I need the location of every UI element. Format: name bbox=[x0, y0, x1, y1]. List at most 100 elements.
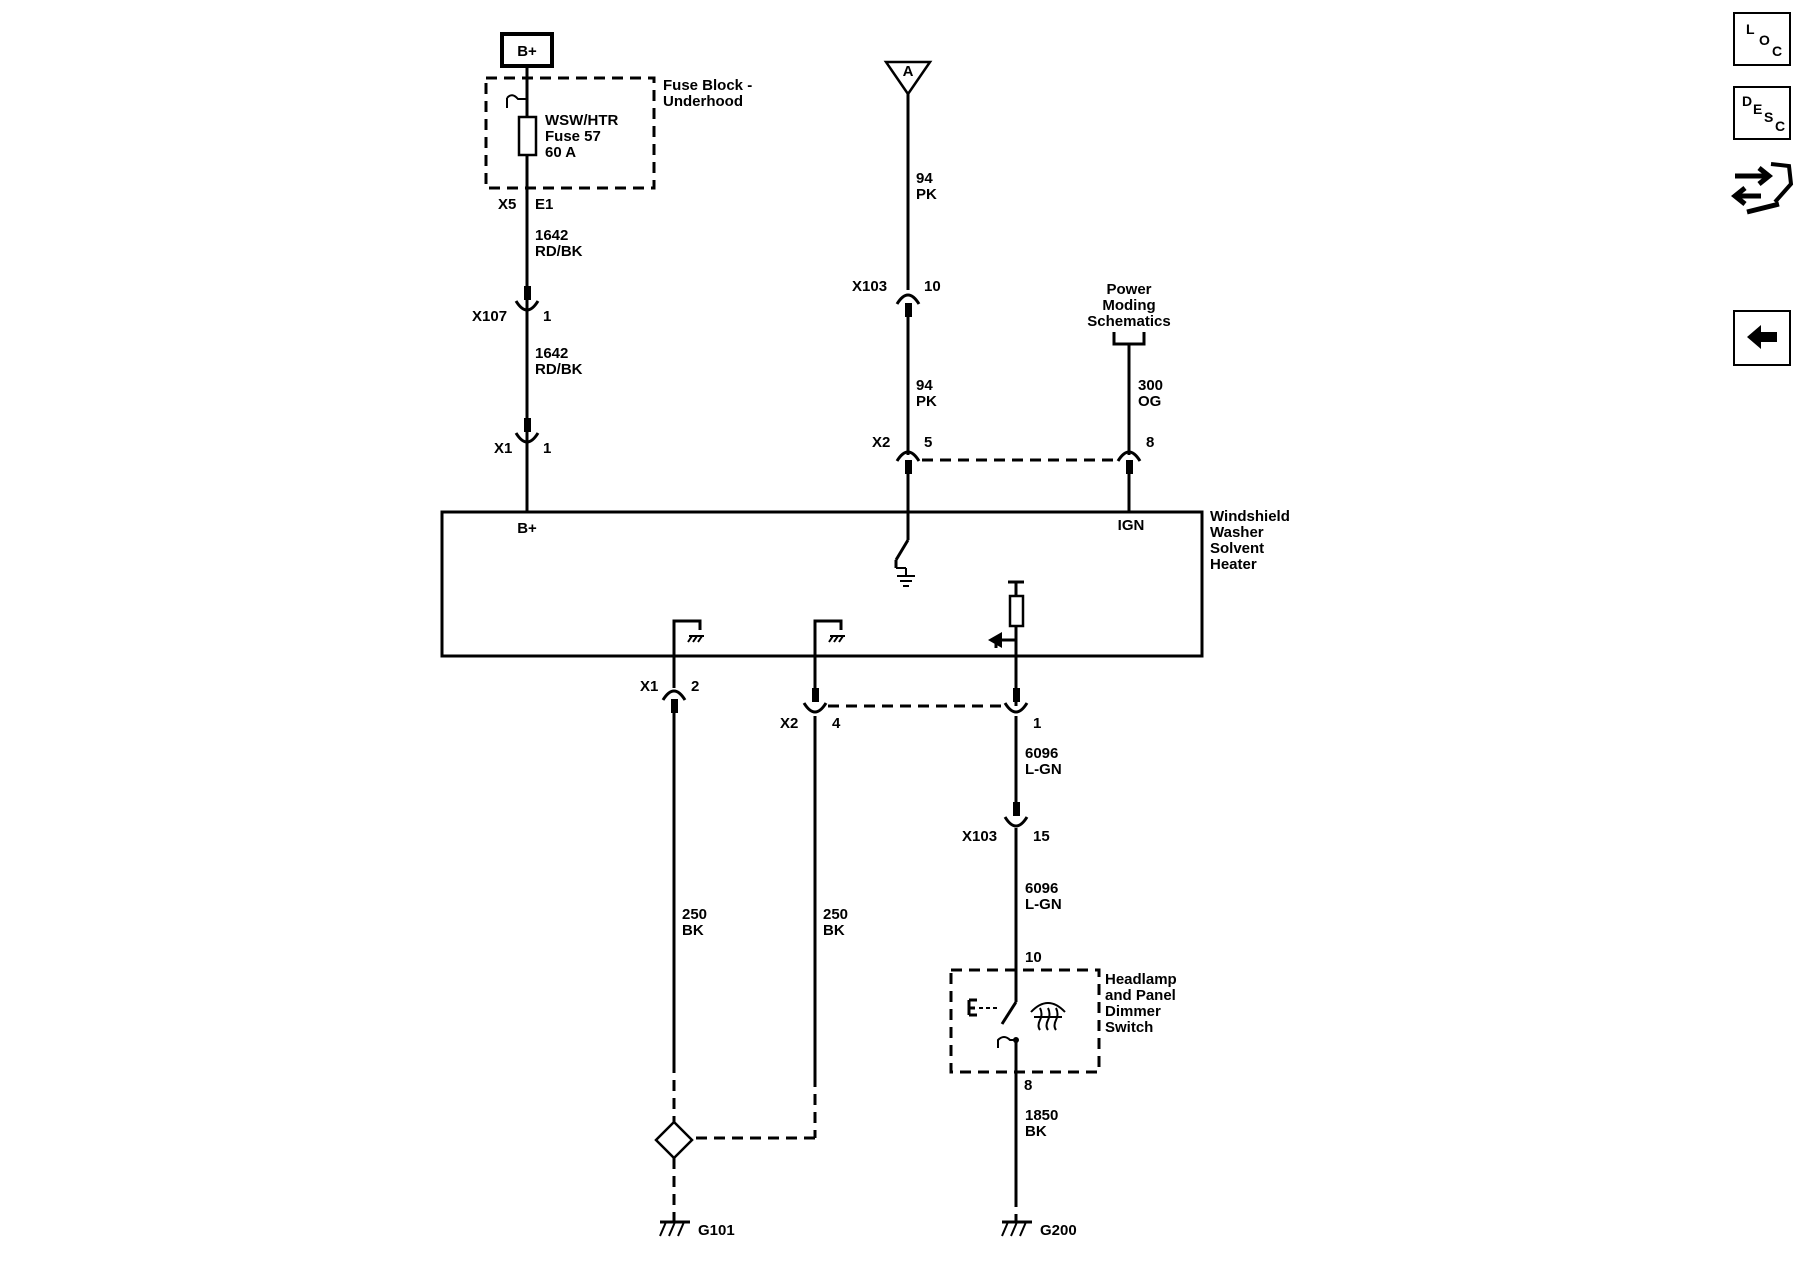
ground-label: G101 bbox=[698, 1222, 735, 1239]
fuse-block-connector: X5 bbox=[498, 196, 516, 213]
connector-pin: 10 bbox=[1025, 949, 1042, 966]
wire-color: L-GN bbox=[1025, 896, 1062, 913]
ground-label: G200 bbox=[1040, 1222, 1077, 1239]
heater-title: Heater bbox=[1210, 556, 1257, 573]
wire-circuit-number: 250 bbox=[682, 906, 707, 923]
dimmer-switch-title: and Panel bbox=[1105, 987, 1176, 1004]
connector-pin: 2 bbox=[691, 678, 699, 695]
connector-heater-output bbox=[1003, 688, 1029, 714]
connector-end-view-glyph bbox=[1730, 162, 1794, 215]
power-moding-reference: Schematics bbox=[1087, 313, 1170, 330]
pullup-resistor-icon bbox=[1008, 580, 1025, 706]
connector-power-moding bbox=[1116, 450, 1142, 474]
wire-color: BK bbox=[682, 922, 704, 939]
wire-circuit-number: 300 bbox=[1138, 377, 1163, 394]
power-moding-reference: Power bbox=[1106, 281, 1151, 298]
heater-title: Solvent bbox=[1210, 540, 1264, 557]
connector-label: X103 bbox=[852, 278, 887, 295]
connector-pin: 10 bbox=[924, 278, 941, 295]
washer-heater-module bbox=[440, 510, 1204, 658]
loc-letter: C bbox=[1772, 43, 1783, 59]
connector-x2-top bbox=[895, 450, 921, 474]
electronic-device-icon bbox=[967, 998, 998, 1017]
offpage-reference: A bbox=[903, 63, 914, 80]
connector-x2-bottom bbox=[802, 688, 828, 714]
connector-pin: 1 bbox=[1033, 715, 1041, 732]
heater-bplus-pin: B+ bbox=[517, 520, 537, 537]
offpage-connector-icon bbox=[883, 60, 933, 97]
connector-x1-bottom bbox=[661, 689, 687, 713]
loc-letter: L bbox=[1746, 21, 1755, 37]
connector-pin: 1 bbox=[543, 440, 551, 457]
fuse-rating: 60 A bbox=[545, 144, 576, 161]
fuse-name: WSW/HTR bbox=[545, 112, 618, 129]
dimmer-switch-title: Switch bbox=[1105, 1019, 1153, 1036]
connector-x1-top bbox=[514, 418, 540, 444]
desc-letter: D bbox=[1742, 93, 1753, 109]
wire-circuit-number: 94 bbox=[916, 377, 933, 394]
connector-label: X2 bbox=[872, 434, 890, 451]
wire-circuit-number: 1850 bbox=[1025, 1107, 1058, 1124]
wire-circuit-number: 1642 bbox=[535, 345, 568, 362]
ground-symbol-icon bbox=[896, 567, 915, 587]
desc-letter: C bbox=[1775, 118, 1786, 134]
dimmer-switch-title: Dimmer bbox=[1105, 1003, 1161, 1020]
heater-title: Washer bbox=[1210, 524, 1264, 541]
ground-g101-icon bbox=[659, 1220, 690, 1237]
wire-circuit-number: 6096 bbox=[1025, 745, 1058, 762]
dimmer-switch-title: Headlamp bbox=[1105, 971, 1177, 988]
fuse-block-bus-icon bbox=[506, 94, 527, 108]
fuse-block-title: Fuse Block - bbox=[663, 77, 752, 94]
battery-positive-label: B+ bbox=[517, 43, 537, 60]
back-arrow-icon bbox=[1747, 325, 1777, 349]
internal-switch-icon bbox=[894, 474, 910, 568]
power-moding-reference: Moding bbox=[1102, 297, 1155, 314]
connector-pin: 1 bbox=[543, 308, 551, 325]
connector-label: X107 bbox=[472, 308, 507, 325]
connector-label: X1 bbox=[494, 440, 512, 457]
wire-color: PK bbox=[916, 186, 937, 203]
connector-pin: 8 bbox=[1146, 434, 1154, 451]
wire-color: OG bbox=[1138, 393, 1161, 410]
power-moding-bracket-icon bbox=[1112, 332, 1146, 346]
connector-label: X2 bbox=[780, 715, 798, 732]
connector-pin: 5 bbox=[924, 434, 932, 451]
wire-circuit-number: 1642 bbox=[535, 227, 568, 244]
fuse-number: Fuse 57 bbox=[545, 128, 601, 145]
desc-letter: S bbox=[1764, 109, 1774, 125]
heater-ign-pin: IGN bbox=[1118, 517, 1145, 534]
connector-pin: 4 bbox=[832, 715, 841, 732]
connector-end-view-icon[interactable] bbox=[1730, 154, 1795, 222]
connector-x103-bottom bbox=[1003, 802, 1029, 828]
splice-diamond-icon bbox=[654, 1120, 694, 1160]
connector-x107 bbox=[514, 286, 540, 312]
back-button[interactable] bbox=[1733, 310, 1791, 366]
fuse-icon bbox=[517, 115, 538, 157]
wire-color: BK bbox=[1025, 1123, 1047, 1140]
heater-title: Windshield bbox=[1210, 508, 1290, 525]
fuse-block-title: Underhood bbox=[663, 93, 743, 110]
rear-defrost-icon bbox=[1030, 1002, 1066, 1031]
loc-letter: O bbox=[1759, 32, 1770, 48]
ground-g200-icon bbox=[1001, 1220, 1032, 1237]
connector-pin: 15 bbox=[1033, 828, 1050, 845]
connector-label: X103 bbox=[962, 828, 997, 845]
connector-x103-top bbox=[895, 293, 921, 317]
loc-button[interactable]: L O C bbox=[1733, 12, 1791, 66]
fuse-block-outline bbox=[484, 76, 656, 190]
wire-circuit-number: 94 bbox=[916, 170, 933, 187]
wire-color: PK bbox=[916, 393, 937, 410]
chassis-ground-icon bbox=[672, 619, 704, 688]
connector-pin: 8 bbox=[1024, 1077, 1032, 1094]
wire-color: L-GN bbox=[1025, 761, 1062, 778]
chassis-ground-icon bbox=[813, 619, 845, 688]
fuse-block-pin: E1 bbox=[535, 196, 553, 213]
connector-label: X1 bbox=[640, 678, 658, 695]
wire-color: RD/BK bbox=[535, 243, 583, 260]
dimmer-switch-outline bbox=[949, 968, 1101, 1074]
wire-circuit-number: 250 bbox=[823, 906, 848, 923]
dimmer-switch-contact-icon bbox=[997, 1001, 1019, 1196]
desc-button[interactable]: D E S C bbox=[1733, 86, 1791, 140]
input-arrow-icon bbox=[988, 632, 1016, 648]
